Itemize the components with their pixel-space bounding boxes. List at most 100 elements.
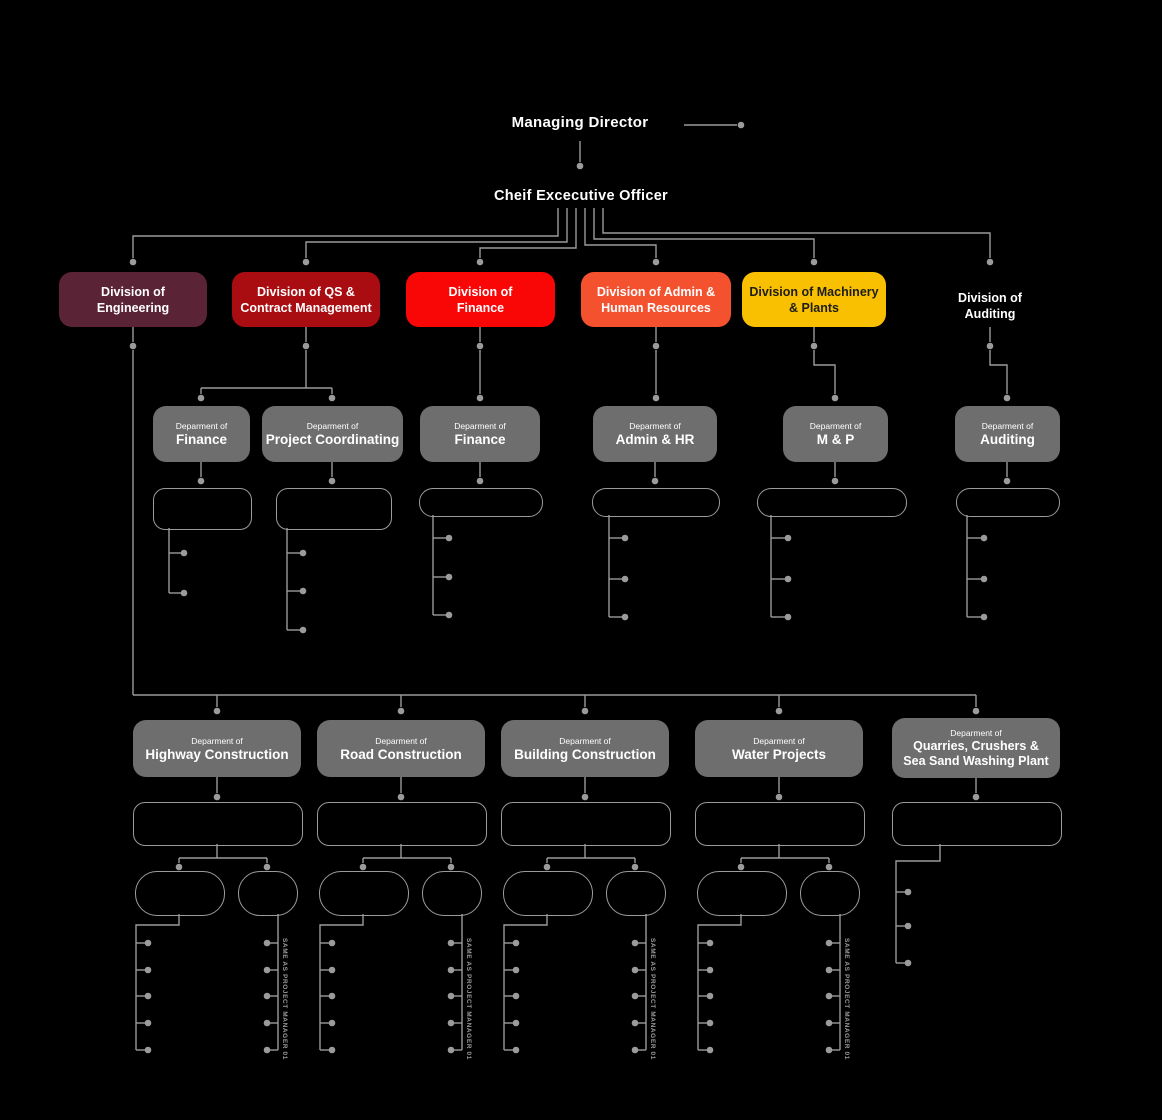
connector-dot	[328, 939, 336, 947]
vacant-position-box	[419, 488, 543, 517]
connector-dot	[810, 342, 818, 350]
same-as-project-manager-note: SAME AS PROJECT MANAGER 01	[281, 938, 288, 1060]
connector-dot	[576, 162, 584, 170]
vacant-circle-box	[238, 871, 298, 916]
connector-dot	[652, 394, 660, 402]
connector-dot	[445, 611, 453, 619]
connector-dot	[512, 966, 520, 974]
connector-line	[132, 208, 559, 258]
connector-dot	[631, 1046, 639, 1054]
department-box-highway-construction: Deparment of Highway Construction	[133, 720, 301, 777]
vacant-manager-box	[133, 802, 303, 846]
connector-line	[602, 208, 991, 258]
division-label-line: Division of	[448, 284, 513, 299]
division-label-line: Human Resources	[601, 300, 711, 315]
connector-dot	[581, 707, 589, 715]
connector-dot	[651, 477, 659, 485]
connector-dot	[144, 1046, 152, 1054]
connector-dot	[447, 1019, 455, 1027]
department-name: Quarries, Crushers &	[913, 739, 1039, 753]
connector-line	[895, 844, 941, 963]
division-label-auditing: Division of Auditing	[920, 278, 1060, 333]
vacant-circle-box	[606, 871, 666, 916]
connector-dot	[197, 394, 205, 402]
department-box-water-projects: Deparment of Water Projects	[695, 720, 863, 777]
connector-dot	[129, 342, 137, 350]
department-name: Water Projects	[731, 746, 827, 762]
connector-dot	[784, 613, 792, 621]
connector-dot	[652, 342, 660, 350]
connector-dot	[904, 959, 912, 967]
connector-dot	[784, 575, 792, 583]
connector-dot	[328, 394, 336, 402]
division-box-admin-hr: Division of Admin & Human Resources	[581, 272, 731, 327]
vacant-pill-box	[503, 871, 593, 916]
managing-director-label: Managing Director	[511, 114, 649, 131]
department-prefix: Deparment of	[950, 728, 1002, 738]
connector-dot	[263, 966, 271, 974]
department-prefix: Deparment of	[454, 421, 506, 431]
division-box-finance: Division of Finance	[406, 272, 555, 327]
connector-dot	[631, 966, 639, 974]
connector-line	[584, 208, 657, 258]
connector-dot	[825, 1046, 833, 1054]
ceo-label: Cheif Excecutive Officer	[493, 188, 668, 204]
vacant-position-box	[592, 488, 720, 517]
vacant-circle-box	[800, 871, 860, 916]
vacant-pill-box	[697, 871, 787, 916]
department-prefix: Deparment of	[175, 421, 228, 431]
connector-dot	[213, 707, 221, 715]
connector-dot	[986, 342, 994, 350]
connector-dot	[397, 707, 405, 715]
connector-dot	[476, 477, 484, 485]
connector-dot	[512, 1019, 520, 1027]
connector-dot	[512, 992, 520, 1000]
connector-dot	[986, 258, 994, 266]
department-name: Sea Sand Washing Plant	[903, 754, 1049, 768]
department-box-road-construction: Deparment of Road Construction	[317, 720, 485, 777]
connector-dot	[359, 863, 367, 871]
connector-dot	[825, 863, 833, 871]
connector-dot	[706, 1046, 714, 1054]
vacant-pill-box	[135, 871, 225, 916]
department-box-admin-hr: Deparment of Admin & HR	[593, 406, 717, 462]
connector-dot	[631, 1019, 639, 1027]
department-prefix: Deparment of	[809, 421, 862, 431]
connector-dot	[972, 707, 980, 715]
connector-dot	[706, 992, 714, 1000]
connector-dot	[263, 863, 271, 871]
connector-dot	[775, 707, 783, 715]
department-prefix: Deparment of	[981, 421, 1034, 431]
connector-dot	[621, 613, 629, 621]
connector-dot	[621, 575, 629, 583]
connector-dot	[631, 992, 639, 1000]
connector-dot	[512, 939, 520, 947]
connector-dot	[263, 992, 271, 1000]
connector-line	[479, 208, 577, 258]
department-prefix: Deparment of	[191, 735, 243, 746]
connector-dot	[328, 992, 336, 1000]
connector-dot	[652, 258, 660, 266]
connector-dot	[328, 1019, 336, 1027]
connector-dot	[263, 1046, 271, 1054]
division-box-engineering: Division of Engineering	[59, 272, 207, 327]
vacant-pill-box	[319, 871, 409, 916]
division-label-line: & Plants	[788, 300, 839, 315]
connector-dot	[543, 863, 551, 871]
connector-dot	[737, 863, 745, 871]
department-box-project-coordinating: Deparment of Project Coordinating	[262, 406, 403, 462]
connector-dot	[980, 575, 988, 583]
department-prefix: Deparment of	[753, 735, 805, 746]
connector-line	[697, 914, 742, 1050]
connector-dot	[775, 793, 783, 801]
connector-dot	[129, 258, 137, 266]
connector-dot	[299, 549, 307, 557]
department-name: Project Coordinating	[265, 432, 400, 447]
connector-dot	[706, 939, 714, 947]
connector-dot	[631, 939, 639, 947]
connector-dot	[810, 258, 818, 266]
connector-dot	[175, 863, 183, 871]
connector-dot	[144, 992, 152, 1000]
